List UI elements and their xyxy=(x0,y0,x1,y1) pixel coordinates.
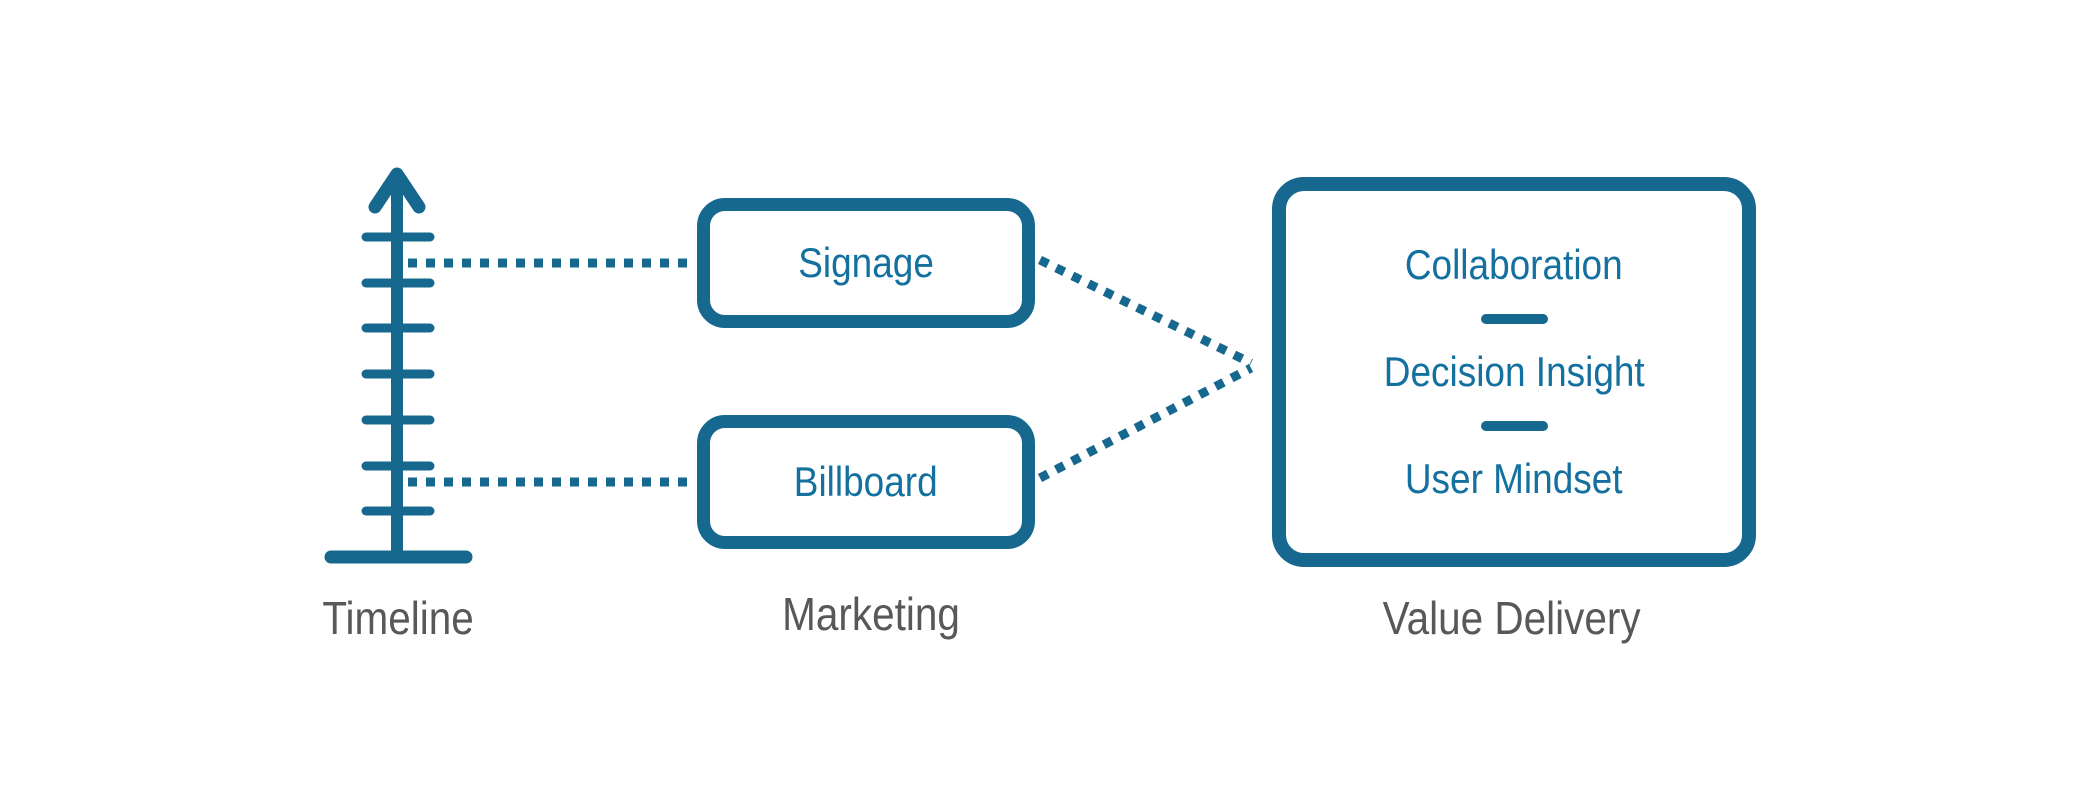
dotted-connectors xyxy=(408,255,1254,487)
billboard-node-label: Billboard xyxy=(794,458,938,505)
connector-billboard-to-value xyxy=(1037,364,1254,482)
value-item-decision-insight-label: Decision Insight xyxy=(1383,348,1645,395)
value-item-collaboration-label: Collaboration xyxy=(1405,241,1623,288)
axis-tick-marks xyxy=(361,232,435,516)
timeline-axis xyxy=(324,167,473,564)
axis-arrow-icon xyxy=(368,167,426,214)
connector-signage-to-value xyxy=(1038,255,1253,368)
value-delivery-column-label: Value Delivery xyxy=(1312,592,1712,644)
marketing-column-label: Marketing xyxy=(671,588,1071,640)
value-delivery-node: Collaboration Decision Insight User Mind… xyxy=(1272,177,1756,567)
value-item-user-mindset: User Mindset xyxy=(1390,454,1637,504)
value-item-collaboration: Collaboration xyxy=(1390,240,1638,290)
value-separator xyxy=(1286,397,1742,454)
value-delivery-column-label-text: Value Delivery xyxy=(1382,592,1641,644)
billboard-node: Billboard xyxy=(697,415,1035,549)
separator-dash-icon xyxy=(1480,313,1548,324)
separator-dash-icon xyxy=(1480,420,1548,431)
signage-node: Signage xyxy=(697,198,1035,328)
timeline-column-label-text: Timeline xyxy=(322,592,474,644)
value-item-decision-insight: Decision Insight xyxy=(1366,347,1662,397)
marketing-column-label-text: Marketing xyxy=(782,588,960,640)
value-item-user-mindset-label: User Mindset xyxy=(1405,455,1623,502)
signage-node-label: Signage xyxy=(798,239,934,286)
value-separator xyxy=(1286,290,1742,347)
timeline-column-label: Timeline xyxy=(198,592,598,644)
